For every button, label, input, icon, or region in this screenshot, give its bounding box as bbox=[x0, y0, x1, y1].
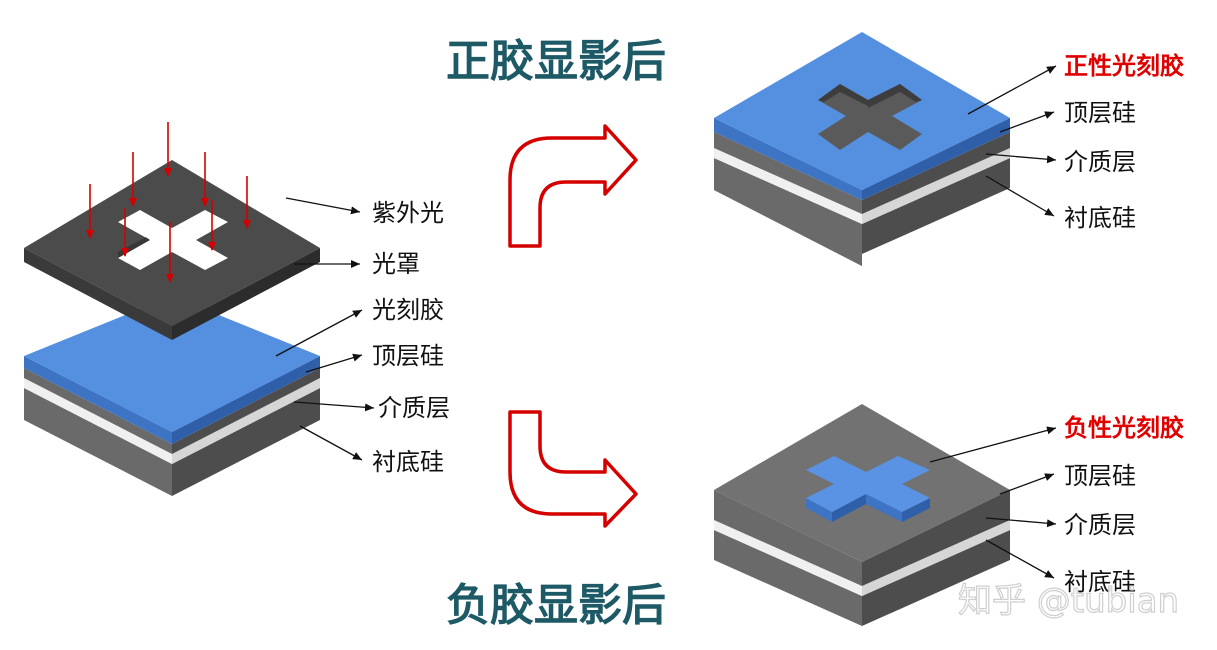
mask-plate bbox=[24, 160, 320, 340]
neg-resist-cross bbox=[806, 456, 930, 522]
label-left-dielectric: 介质层 bbox=[378, 394, 450, 422]
negative-wafer-stack bbox=[714, 404, 1010, 626]
label-left-substrate: 衬底硅 bbox=[372, 448, 444, 476]
label-pos-resist: 正性光刻胶 bbox=[1064, 52, 1184, 80]
neg-top-si-side bbox=[862, 490, 1010, 586]
pos-top-si-side bbox=[862, 132, 1010, 214]
uv-rays bbox=[86, 122, 251, 283]
left-top-si-side bbox=[172, 368, 320, 454]
watermark: 知乎 @tubian bbox=[958, 581, 1179, 621]
pos-resist-front bbox=[714, 118, 862, 200]
pos-top-si-front bbox=[714, 132, 862, 214]
left-dielectric-front bbox=[24, 378, 172, 464]
label-neg-dielectric: 介质层 bbox=[1064, 511, 1136, 539]
left-dielectric-side bbox=[172, 378, 320, 464]
neg-substrate-front bbox=[714, 530, 862, 626]
negative-leaders bbox=[929, 426, 1057, 579]
label-pos-dielectric: 介质层 bbox=[1064, 148, 1136, 176]
pos-cross-cavity bbox=[818, 84, 922, 150]
positive-wafer-stack bbox=[714, 32, 1010, 266]
neg-top-si-front bbox=[714, 490, 862, 586]
left-substrate-front bbox=[24, 388, 172, 496]
label-neg-substrate: 衬底硅 bbox=[1064, 568, 1136, 596]
pos-substrate-front bbox=[714, 158, 862, 254]
left-substrate-side bbox=[172, 388, 320, 496]
arrow-to-negative bbox=[508, 410, 638, 528]
label-neg-resist: 负性光刻胶 bbox=[1064, 414, 1184, 442]
title-negative: 负胶显影后 bbox=[446, 580, 666, 631]
pos-substrate-side bbox=[862, 158, 1010, 254]
neg-dielectric-front bbox=[714, 520, 862, 596]
mask-cross-opening bbox=[118, 210, 228, 270]
label-uv: 紫外光 bbox=[372, 199, 444, 227]
label-left-top-si: 顶层硅 bbox=[372, 342, 444, 370]
label-mask: 光罩 bbox=[372, 250, 420, 278]
pos-dielectric-side bbox=[862, 148, 1010, 224]
label-photoresist: 光刻胶 bbox=[372, 296, 444, 324]
title-positive: 正胶显影后 bbox=[446, 36, 666, 87]
pos-dielectric-front bbox=[714, 148, 862, 224]
neg-dielectric-side bbox=[862, 520, 1010, 596]
label-pos-substrate: 衬底硅 bbox=[1064, 204, 1136, 232]
neg-substrate-side bbox=[862, 530, 1010, 626]
positive-leaders bbox=[967, 65, 1057, 217]
label-pos-top-si: 顶层硅 bbox=[1064, 99, 1136, 127]
watermark-outline: 知乎 @tubian bbox=[958, 581, 1179, 621]
left-resist-top bbox=[24, 296, 320, 432]
left-resist-side bbox=[172, 356, 320, 444]
pos-resist-side bbox=[862, 118, 1010, 200]
left-resist-front bbox=[24, 356, 172, 444]
label-neg-top-si: 顶层硅 bbox=[1064, 462, 1136, 490]
left-leaders bbox=[275, 197, 375, 461]
arrow-to-positive bbox=[508, 124, 638, 248]
left-wafer-stack bbox=[24, 296, 320, 496]
left-top-si-front bbox=[24, 368, 172, 454]
